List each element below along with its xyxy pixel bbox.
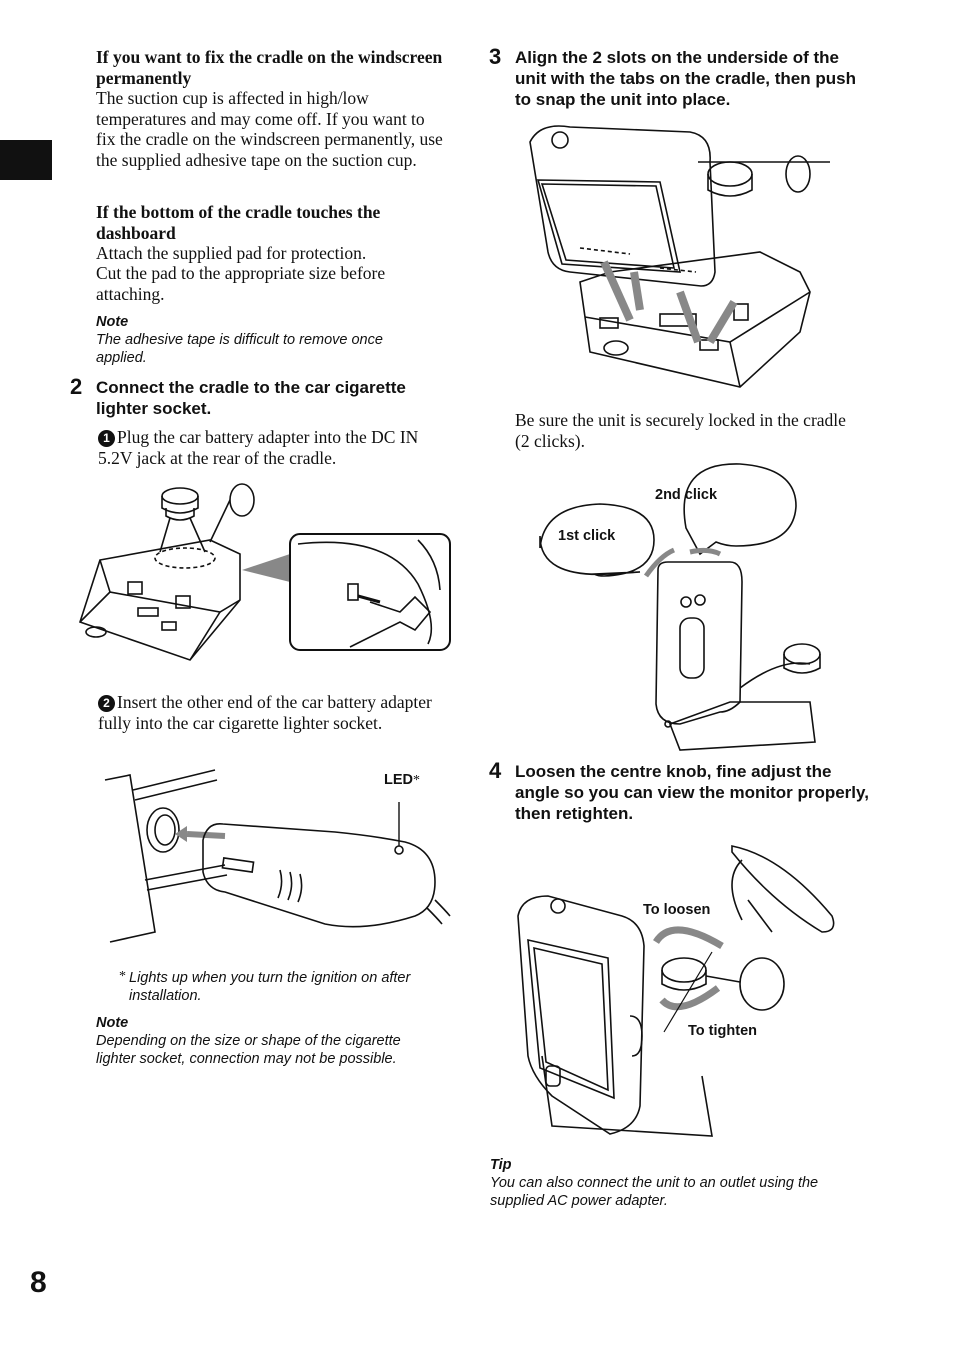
circle-number-2: 2 — [98, 695, 115, 712]
note-2-title: Note — [96, 1015, 129, 1031]
page-number: 8 — [30, 1266, 47, 1299]
note-1-title: Note — [96, 314, 129, 330]
led-label: LED* — [384, 771, 420, 789]
fix-permanently-body: The suction cup is affected in high/low … — [96, 88, 443, 170]
led-asterisk: * — [413, 773, 420, 788]
cradle-bottom-body-2: Cut the pad to the appropriate size befo… — [96, 263, 386, 304]
cradle-dc-jack-illustration — [78, 483, 451, 661]
to-loosen-label: To loosen — [643, 902, 711, 918]
circle-number-1: 1 — [98, 430, 115, 447]
tip-title: Tip — [490, 1157, 512, 1173]
fix-permanently-heading: If you want to fix the cradle on the win… — [96, 47, 443, 88]
step-4-text: Loosen the centre knob, fine adjust the … — [515, 762, 869, 823]
step-2-text: Connect the cradle to the car cigarette … — [96, 378, 406, 418]
section-tab-marker — [0, 140, 52, 180]
to-tighten-label: To tighten — [688, 1023, 757, 1039]
knob-adjust-illustration — [517, 845, 835, 1137]
step-3-body: Be sure the unit is securely locked in t… — [515, 410, 846, 451]
cradle-bottom-heading: If the bottom of the cradle touches the … — [96, 202, 381, 243]
footnote-mark: * — [119, 969, 126, 984]
cigarette-lighter-illustration — [104, 769, 451, 943]
step-2-sub-1-text: Plug the car battery adapter into the DC… — [98, 427, 419, 468]
tip-text: You can also connect the unit to an outl… — [490, 1175, 819, 1209]
step-3-text: Align the 2 slots on the underside of th… — [515, 48, 856, 109]
step-3-number: 3 — [489, 44, 502, 69]
step-2-sub-2-text: Insert the other end of the car battery … — [98, 692, 432, 733]
footnote-text: Lights up when you turn the ignition on … — [129, 970, 411, 1004]
first-click-label: 1st click — [558, 528, 616, 544]
unit-snap-illustration — [529, 125, 830, 388]
note-2-text: Depending on the size or shape of the ci… — [96, 1033, 401, 1067]
two-clicks-illustration — [539, 463, 821, 751]
step-4-number: 4 — [489, 758, 502, 783]
second-click-label: 2nd click — [655, 487, 718, 503]
led-label-text: LED — [384, 772, 413, 788]
note-1-text: The adhesive tape is difficult to remove… — [96, 332, 383, 366]
cradle-bottom-body-1: Attach the supplied pad for protection. — [96, 243, 367, 263]
step-2-number: 2 — [70, 374, 83, 399]
